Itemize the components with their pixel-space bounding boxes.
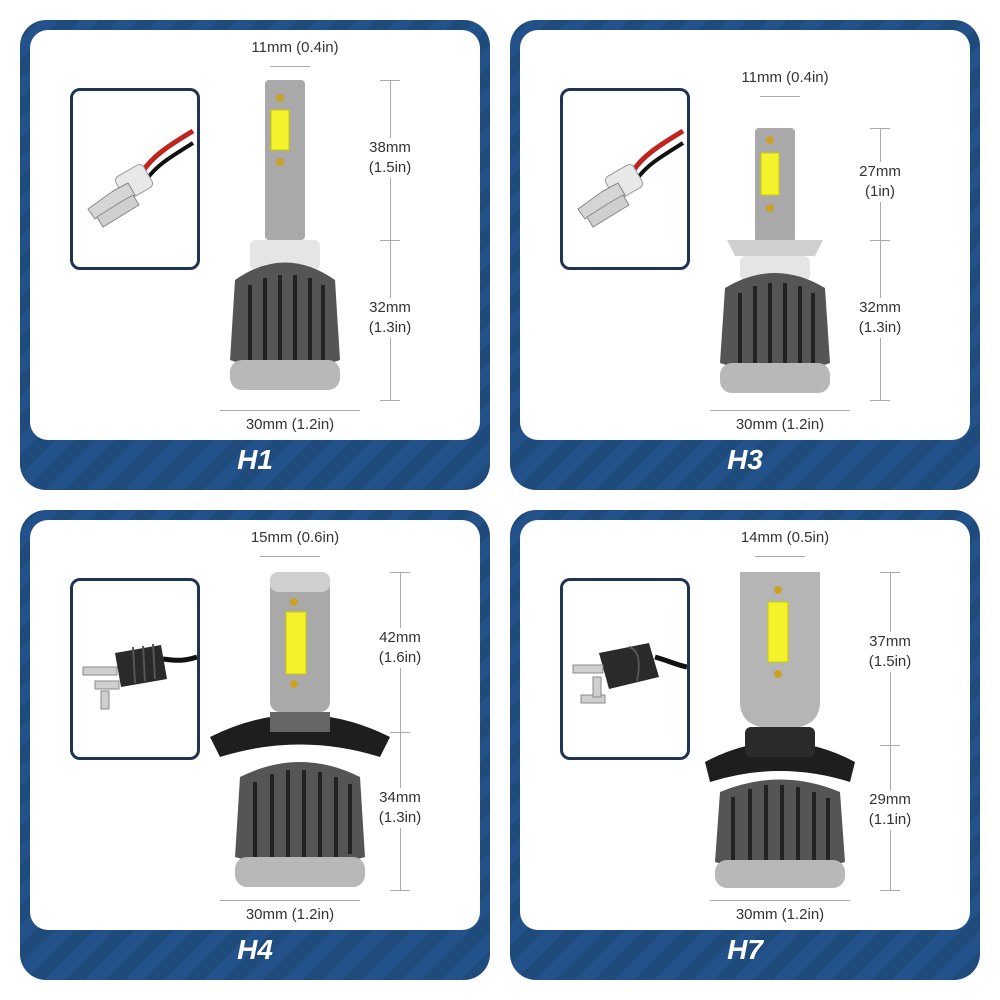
dimension-tick [880, 890, 900, 891]
panel-h3-content: 11mm (0.4in) 27mm (1in) 32mm (1.3in) 30m… [520, 30, 970, 440]
base-width-label: 30mm (1.2in) [245, 416, 335, 433]
dimension-tick [390, 732, 410, 733]
panel-h1-content: 11mm (0.4in) 38mm (1.5in) 32mm (1.3in) 3… [30, 30, 480, 440]
top-width-label: 11mm (0.4in) [251, 39, 339, 56]
top-width-line [755, 556, 805, 557]
panel-h4: 15mm (0.6in) 42mm (1.6in) 34mm (1.3in) 3… [20, 510, 490, 980]
lower-height-label: 34mm (1.3in) [370, 788, 430, 828]
panel-h4-content: 15mm (0.6in) 42mm (1.6in) 34mm (1.3in) 3… [30, 520, 480, 930]
upper-mm: 42mm [379, 629, 421, 646]
h7-connector-icon [572, 643, 688, 704]
upper-in: (1.5in) [368, 159, 412, 176]
lower-mm: 29mm [869, 791, 911, 808]
upper-height-label: 37mm (1.5in) [860, 632, 920, 672]
bulb-type-label: H3 [727, 444, 763, 475]
dimension-tick [380, 400, 400, 401]
base-width-line [220, 900, 360, 901]
base-width-line [220, 410, 360, 411]
lower-in: (1.3in) [368, 319, 412, 336]
connector-inset-h3 [560, 88, 690, 270]
lower-in: (1.1in) [868, 811, 912, 828]
h7-bulb-icon [705, 572, 855, 888]
height-dimension-line [880, 128, 881, 400]
dimension-tick [380, 80, 400, 81]
upper-height-label: 27mm (1in) [850, 162, 910, 202]
h4-connector-icon [82, 643, 198, 710]
top-width-label: 11mm (0.4in) [741, 69, 829, 86]
panel-h7: 14mm (0.5in) 37mm (1.5in) 29mm (1.1in) 3… [510, 510, 980, 980]
connector-inset-h7 [560, 578, 690, 760]
height-dimension-line [890, 572, 891, 890]
dimension-tick [880, 745, 900, 746]
bulb-type-label: H1 [237, 444, 273, 475]
dimension-tick [870, 128, 890, 129]
h3-connector-icon [577, 128, 685, 228]
base-width-line [710, 900, 850, 901]
upper-mm: 38mm [369, 139, 411, 156]
lower-in: (1.3in) [378, 809, 422, 826]
top-width-label: 14mm (0.5in) [740, 529, 830, 546]
dimension-tick [390, 572, 410, 573]
h1-bulb-icon [230, 80, 340, 390]
top-width-line [760, 96, 800, 97]
upper-in: (1.6in) [378, 649, 422, 666]
h1-connector-icon [87, 128, 195, 228]
top-width-label: 15mm (0.6in) [250, 529, 340, 546]
base-width-line [710, 410, 850, 411]
upper-mm: 27mm [859, 163, 901, 180]
dimension-tick [870, 240, 890, 241]
dimension-tick [880, 572, 900, 573]
h3-bulb-icon [720, 128, 830, 393]
height-dimension-line [400, 572, 401, 890]
top-width-line [260, 556, 320, 557]
lower-mm: 34mm [379, 789, 421, 806]
bulb-type-label: H4 [237, 934, 273, 965]
lower-mm: 32mm [859, 299, 901, 316]
panel-h3: 11mm (0.4in) 27mm (1in) 32mm (1.3in) 30m… [510, 20, 980, 490]
bulb-type-label: H7 [727, 934, 763, 965]
upper-in: (1.5in) [868, 653, 912, 670]
connector-inset-h1 [70, 88, 200, 270]
dimension-tick [390, 890, 410, 891]
upper-height-label: 38mm (1.5in) [360, 138, 420, 178]
upper-in: (1in) [864, 183, 895, 200]
top-width-line [270, 66, 310, 67]
lower-height-label: 32mm (1.3in) [360, 298, 420, 338]
panel-h1: 11mm (0.4in) 38mm (1.5in) 32mm (1.3in) 3… [20, 20, 490, 490]
lower-height-label: 32mm (1.3in) [850, 298, 910, 338]
panel-h7-content: 14mm (0.5in) 37mm (1.5in) 29mm (1.1in) 3… [520, 520, 970, 930]
lower-mm: 32mm [369, 299, 411, 316]
upper-mm: 37mm [869, 633, 911, 650]
base-width-label: 30mm (1.2in) [735, 906, 825, 923]
lower-in: (1.3in) [858, 319, 902, 336]
connector-inset-h4 [70, 578, 200, 760]
upper-height-label: 42mm (1.6in) [370, 628, 430, 668]
h4-bulb-icon [210, 572, 390, 887]
dimension-tick [380, 240, 400, 241]
dimension-tick [870, 400, 890, 401]
lower-height-label: 29mm (1.1in) [860, 790, 920, 830]
base-width-label: 30mm (1.2in) [245, 906, 335, 923]
base-width-label: 30mm (1.2in) [735, 416, 825, 433]
